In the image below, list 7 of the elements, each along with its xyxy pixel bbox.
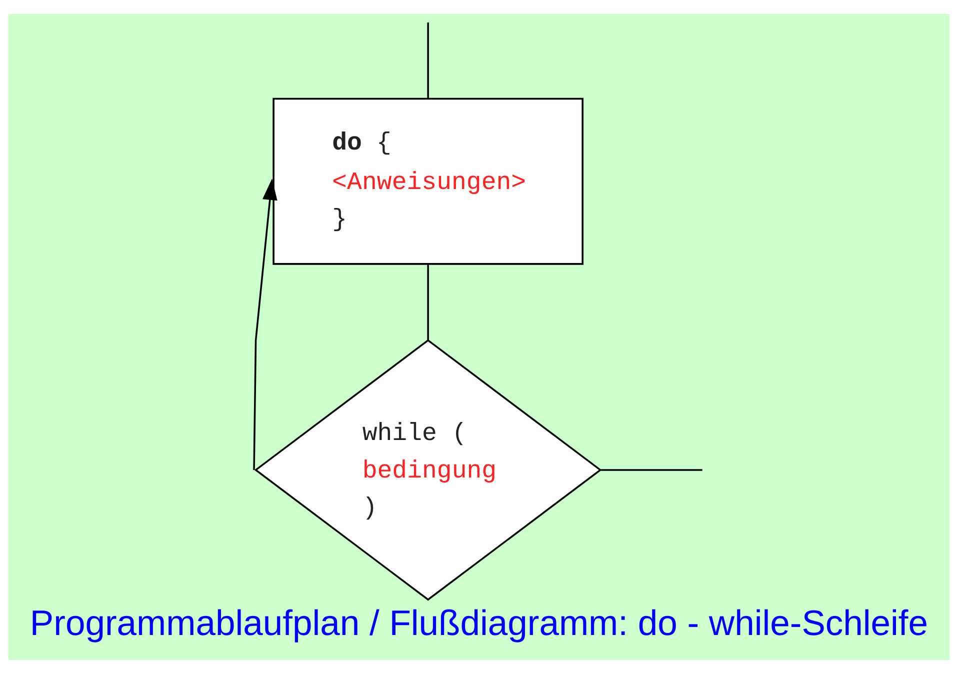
connector <box>427 264 429 340</box>
connector <box>601 468 702 470</box>
arrow <box>253 178 278 470</box>
connector <box>427 22 429 98</box>
node-diamond: while ( bedingung ) <box>254 338 602 600</box>
node-box: do { <Anweisungen> } <box>272 97 584 264</box>
caption: Programmablaufplan / Flußdiagramm: do - while-Schleife <box>30 602 928 643</box>
